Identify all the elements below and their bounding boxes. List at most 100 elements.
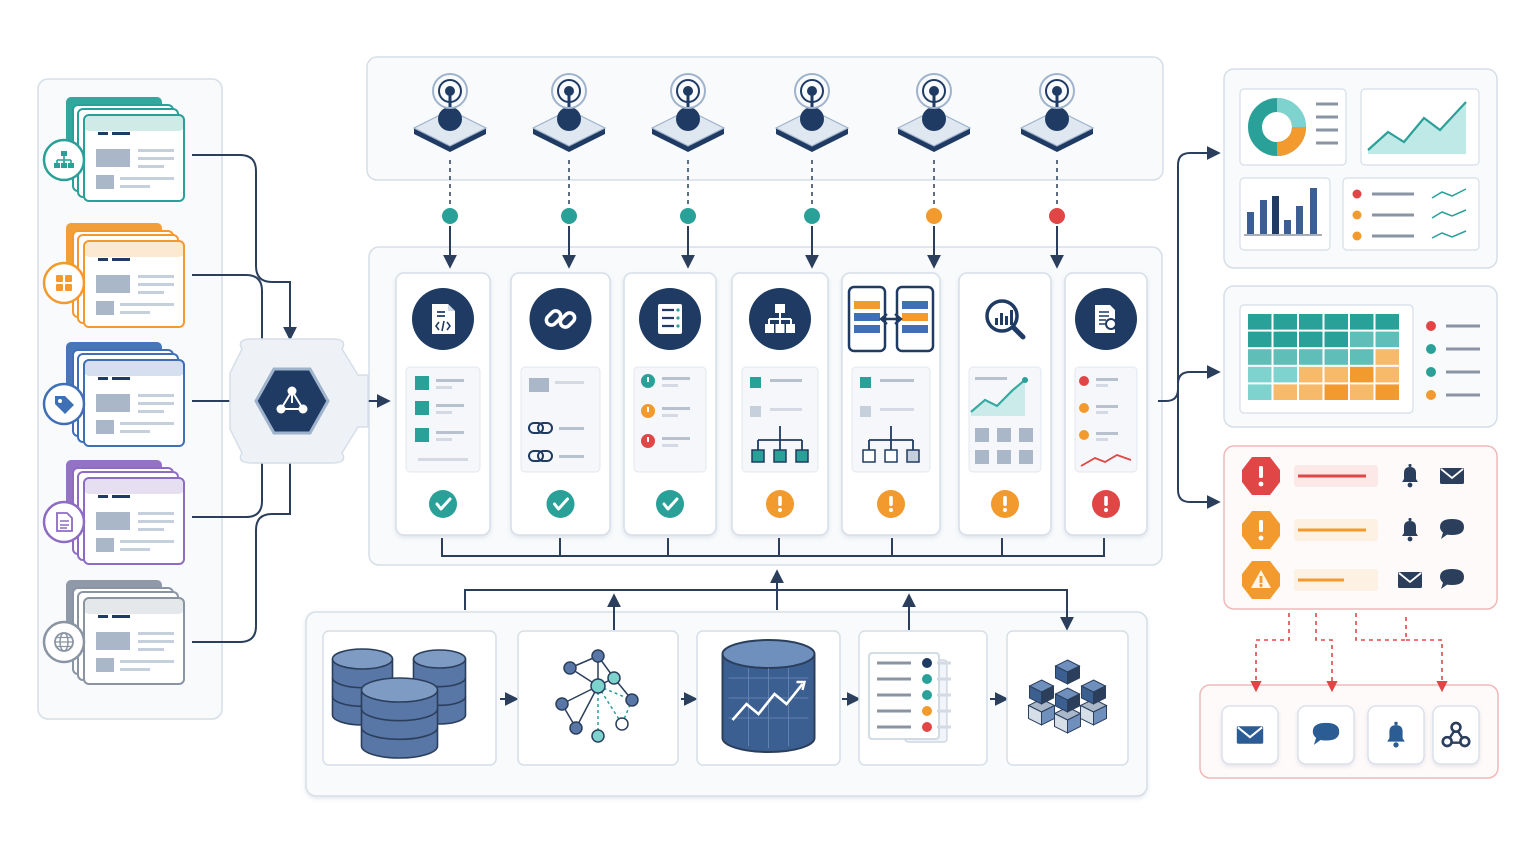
sensor-5[interactable] <box>896 73 972 269</box>
hub-layer <box>229 338 369 464</box>
status-error-icon <box>1092 490 1120 518</box>
check-preview-2 <box>528 378 584 462</box>
status-warning-icon <box>766 490 794 518</box>
status-warning-icon <box>877 490 905 518</box>
sensor-2[interactable] <box>531 73 607 269</box>
sitemap-icon <box>42 138 86 182</box>
web-source[interactable] <box>42 580 185 685</box>
status-warning-icon <box>991 490 1019 518</box>
connector-source-2 <box>192 274 263 345</box>
server-list-icon <box>639 288 701 350</box>
sensor-link-1 <box>442 160 458 269</box>
notify-bell-button[interactable] <box>1367 705 1425 765</box>
document-search-icon <box>1075 288 1137 350</box>
outputs-layer <box>1221 88 1480 765</box>
storage-layer <box>322 630 1129 766</box>
bell-icon[interactable] <box>1402 464 1418 488</box>
alert-warning-icon <box>1242 511 1280 549</box>
chat-icon[interactable] <box>1440 519 1464 539</box>
mail-icon[interactable] <box>1440 468 1464 484</box>
alert-error-icon <box>1242 457 1280 495</box>
sensor-4[interactable] <box>774 73 850 269</box>
integration-hub[interactable] <box>229 338 369 464</box>
check-preview-1 <box>415 376 468 461</box>
connector-storage-bus <box>464 589 1074 631</box>
analytics-search-icon <box>985 299 1026 340</box>
alert-connector-4 <box>1406 639 1448 693</box>
notify-webhook-button[interactable] <box>1432 705 1480 765</box>
connector-source-5 <box>192 449 297 643</box>
check-preview-5 <box>860 377 920 463</box>
bell-icon[interactable] <box>1402 518 1418 542</box>
sensor-link-6 <box>1049 160 1065 269</box>
check-card-6[interactable] <box>958 272 1052 536</box>
status-list-widget[interactable] <box>1342 177 1480 251</box>
status-ok-icon <box>546 490 575 518</box>
donut-chart-widget[interactable] <box>1239 88 1347 166</box>
checks-layer <box>395 272 1148 536</box>
notify-chat-button[interactable] <box>1297 705 1355 765</box>
check-card-7[interactable] <box>1064 272 1148 536</box>
network-icon <box>276 386 308 414</box>
bell-icon <box>1387 721 1405 748</box>
storage-card-4[interactable] <box>858 630 988 766</box>
database-cluster-icon <box>331 648 467 759</box>
check-card-1[interactable] <box>395 272 491 536</box>
connector-source-4 <box>192 456 263 518</box>
alert-row-1[interactable] <box>1242 457 1464 495</box>
dashboard-widgets[interactable] <box>1239 88 1480 251</box>
storage-card-5[interactable] <box>1006 630 1129 766</box>
link-icon <box>529 288 592 350</box>
timeseries-db-icon <box>721 639 816 753</box>
document-source[interactable] <box>42 460 185 565</box>
alert-connector-3 <box>1355 613 1407 641</box>
chat-icon <box>1312 722 1340 745</box>
alert-row-3[interactable] <box>1242 561 1464 599</box>
document-icon <box>42 500 86 544</box>
connectors <box>192 146 1221 706</box>
sensor-6[interactable] <box>1019 73 1095 269</box>
sensor-link-3 <box>680 160 696 269</box>
bar-chart-widget[interactable] <box>1239 177 1331 251</box>
check-card-3[interactable] <box>623 272 717 536</box>
check-card-5[interactable] <box>841 272 941 536</box>
status-ok-icon <box>429 490 457 518</box>
alert-caution-icon <box>1242 561 1280 599</box>
storage-card-1[interactable] <box>322 630 497 766</box>
webhook-icon <box>1441 721 1471 748</box>
hierarchy-icon <box>749 288 811 350</box>
sitemap-source[interactable] <box>42 97 185 202</box>
globe-icon <box>42 620 86 664</box>
cube-store-icon <box>1027 659 1108 734</box>
tag-source[interactable] <box>42 342 185 447</box>
connector-source-1 <box>192 154 297 341</box>
sensors-layer <box>412 73 1095 269</box>
tag-icon <box>42 382 86 426</box>
notify-mail-button[interactable] <box>1221 705 1279 765</box>
graph-network-icon <box>555 649 639 743</box>
code-file-icon <box>412 288 474 350</box>
sensor-link-4 <box>804 160 820 269</box>
heatmap-widget[interactable] <box>1239 304 1480 414</box>
compare-icon <box>847 285 935 353</box>
check-preview-3 <box>641 374 690 448</box>
storage-card-3[interactable] <box>696 630 841 766</box>
sensor-1[interactable] <box>412 73 488 269</box>
sensor-3[interactable] <box>650 73 726 269</box>
grid-source[interactable] <box>42 223 185 328</box>
chat-icon[interactable] <box>1440 569 1464 589</box>
check-preview-7 <box>1079 376 1132 467</box>
sensor-link-5 <box>926 160 942 269</box>
connector-checks-bus <box>441 538 1105 557</box>
alert-connector-1 <box>1250 613 1290 693</box>
storage-card-2[interactable] <box>517 630 679 766</box>
sources-layer <box>42 97 185 685</box>
check-card-4[interactable] <box>731 272 829 536</box>
check-card-2[interactable] <box>510 272 611 536</box>
mail-icon[interactable] <box>1398 572 1422 588</box>
area-chart-widget[interactable] <box>1360 88 1480 166</box>
log-list-icon <box>868 652 951 743</box>
alert-row-2[interactable] <box>1242 511 1464 549</box>
